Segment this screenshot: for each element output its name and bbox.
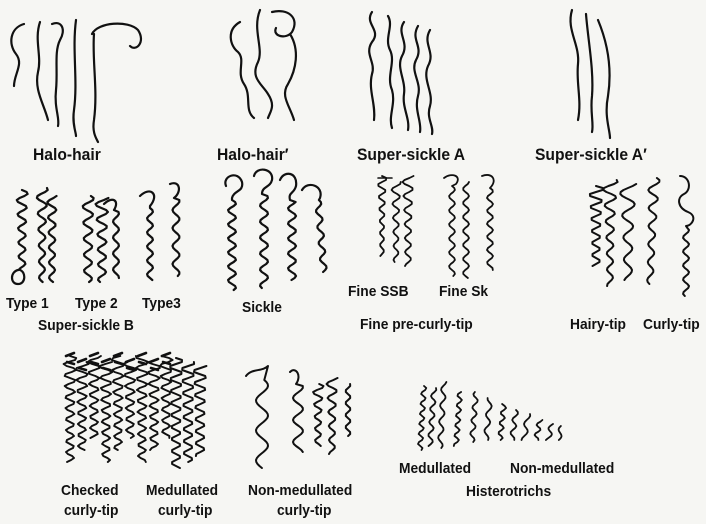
label-non-medullated-2: Non-medullated bbox=[510, 461, 614, 476]
hair-strand-ssa-2 bbox=[388, 16, 393, 128]
hair-strand-curly-tip-2 bbox=[679, 176, 693, 296]
hair-strand-ssa-prime-3 bbox=[598, 20, 610, 138]
label-checked: Checked bbox=[61, 483, 119, 498]
label-histerotrichs: Histerotrichs bbox=[466, 484, 551, 499]
hair-strand-ssa-5 bbox=[426, 30, 432, 134]
hair-strand-halo-5 bbox=[92, 24, 141, 142]
hair-strand-checked-1 bbox=[64, 356, 77, 462]
label-checked-curly-tip: curly-tip bbox=[64, 503, 118, 518]
label-type-3: Type3 bbox=[142, 296, 181, 311]
hair-strand-histerotrich-9 bbox=[522, 414, 531, 440]
hair-strand-nonmed-ct-3 bbox=[313, 384, 323, 446]
hair-tip-checked-6 bbox=[126, 359, 134, 370]
label-super-sickle-b: Super-sickle B bbox=[38, 318, 134, 333]
hair-strand-ssa-4 bbox=[414, 26, 420, 132]
label-super-sickle-a-prime: Super-sickle A′ bbox=[535, 146, 647, 163]
label-medullated-curly-tip: curly-tip bbox=[158, 503, 212, 518]
hair-strand-hairy-tip-3 bbox=[620, 184, 636, 280]
label-fine-sk: Fine Sk bbox=[439, 284, 488, 299]
hair-strand-histerotrich-4 bbox=[454, 392, 462, 446]
label-halo-hair-prime: Halo-hair′ bbox=[217, 146, 289, 163]
hair-strand-medullated-ct-1 bbox=[170, 358, 182, 468]
hair-strand-histerotrich-5 bbox=[470, 392, 477, 442]
hair-strand-hairy-tip-1 bbox=[590, 186, 603, 266]
hair-strand-ssa-prime-1 bbox=[570, 10, 579, 120]
hair-strand-hairy-tip-2 bbox=[603, 180, 617, 286]
hair-strand-fine-ssb-2 bbox=[392, 182, 401, 262]
hair-strand-nonmed-ct-1 bbox=[246, 366, 268, 468]
hair-strand-halo-1 bbox=[11, 24, 24, 86]
hair-strand-type2-2 bbox=[96, 198, 109, 282]
hair-strand-fine-sk-2 bbox=[463, 182, 469, 278]
label-non-medullated-1: Non-medullated bbox=[248, 483, 352, 498]
hair-strand-halo-prime-3 bbox=[272, 11, 296, 120]
hair-strand-checked-5 bbox=[112, 356, 124, 450]
label-medullated-1: Medullated bbox=[146, 483, 218, 498]
hair-strand-medullated-ct-3 bbox=[194, 366, 206, 456]
hair-strand-fine-sk-1 bbox=[444, 175, 458, 276]
hair-strand-fine-ssb-3 bbox=[403, 176, 414, 266]
label-hairy-tip: Hairy-tip bbox=[570, 317, 626, 332]
hair-strand-sickle-3 bbox=[280, 174, 296, 280]
label-fine-ssb: Fine SSB bbox=[348, 284, 409, 299]
hair-strand-histerotrich-10 bbox=[535, 420, 543, 440]
label-medullated-2: Medullated bbox=[399, 461, 471, 476]
hair-strand-checked-6 bbox=[123, 362, 136, 438]
hair-strand-checked-4 bbox=[100, 362, 113, 462]
hair-strand-histerotrich-11 bbox=[546, 424, 553, 440]
hair-strand-type2-1 bbox=[83, 196, 94, 282]
hair-strand-type1-2 bbox=[37, 188, 48, 282]
hair-strand-histerotrich-7 bbox=[499, 404, 506, 440]
hair-strand-halo-prime-1 bbox=[231, 22, 254, 118]
hair-strand-curly-tip-1 bbox=[647, 178, 659, 284]
hair-strand-halo-4 bbox=[73, 20, 76, 136]
hair-strand-histerotrich-12 bbox=[559, 426, 562, 440]
hair-strand-sickle-1 bbox=[225, 175, 242, 290]
hair-strand-type3-1 bbox=[140, 191, 154, 280]
label-type-2: Type 2 bbox=[75, 296, 118, 311]
hair-strand-histerotrich-1 bbox=[418, 386, 426, 450]
hair-strand-sickle-2 bbox=[254, 170, 272, 288]
hair-tip-checked-5 bbox=[114, 353, 122, 364]
label-halo-hair: Halo-hair bbox=[33, 146, 101, 163]
hair-strand-nonmed-ct-4 bbox=[327, 378, 338, 454]
hair-strand-checked-8 bbox=[147, 362, 160, 450]
hair-strand-checked-3 bbox=[88, 356, 101, 438]
hair-strand-halo-2 bbox=[37, 22, 48, 120]
label-fine-pre-curly-tip: Fine pre-curly-tip bbox=[360, 317, 473, 332]
hair-strand-halo-prime-2 bbox=[255, 10, 272, 118]
hair-strand-checked-7 bbox=[136, 356, 149, 462]
hair-strand-type1-3 bbox=[47, 196, 56, 282]
hair-strand-histerotrich-2 bbox=[429, 388, 437, 446]
hair-strand-type3-2 bbox=[170, 183, 179, 276]
label-sickle: Sickle bbox=[242, 300, 282, 315]
hair-strand-ssa-1 bbox=[369, 12, 375, 120]
label-type-1: Type 1 bbox=[6, 296, 49, 311]
hair-strand-histerotrich-6 bbox=[485, 398, 492, 440]
hair-strand-histerotrich-3 bbox=[438, 382, 446, 448]
hair-strand-type1-1 bbox=[12, 190, 28, 284]
hair-strand-halo-3 bbox=[52, 23, 63, 126]
label-non-medullated-curly-tip: curly-tip bbox=[277, 503, 331, 518]
hair-strand-sickle-4 bbox=[302, 185, 327, 272]
hair-strand-medullated-ct-2 bbox=[182, 362, 194, 462]
hair-strand-ssa-3 bbox=[400, 22, 408, 130]
hair-strand-nonmed-ct-5 bbox=[346, 384, 350, 436]
hair-tip-checked-1 bbox=[66, 353, 74, 364]
hair-strand-checked-2 bbox=[76, 362, 88, 450]
label-super-sickle-a: Super-sickle A bbox=[357, 146, 465, 163]
hair-strand-histerotrich-8 bbox=[511, 410, 518, 440]
hair-strand-nonmed-ct-2 bbox=[290, 370, 303, 452]
hair-strand-ssa-prime-2 bbox=[586, 14, 593, 132]
hair-strand-fine-ssb-1 bbox=[378, 176, 386, 256]
hair-strand-fine-sk-3 bbox=[482, 175, 494, 270]
label-curly-tip: Curly-tip bbox=[643, 317, 700, 332]
